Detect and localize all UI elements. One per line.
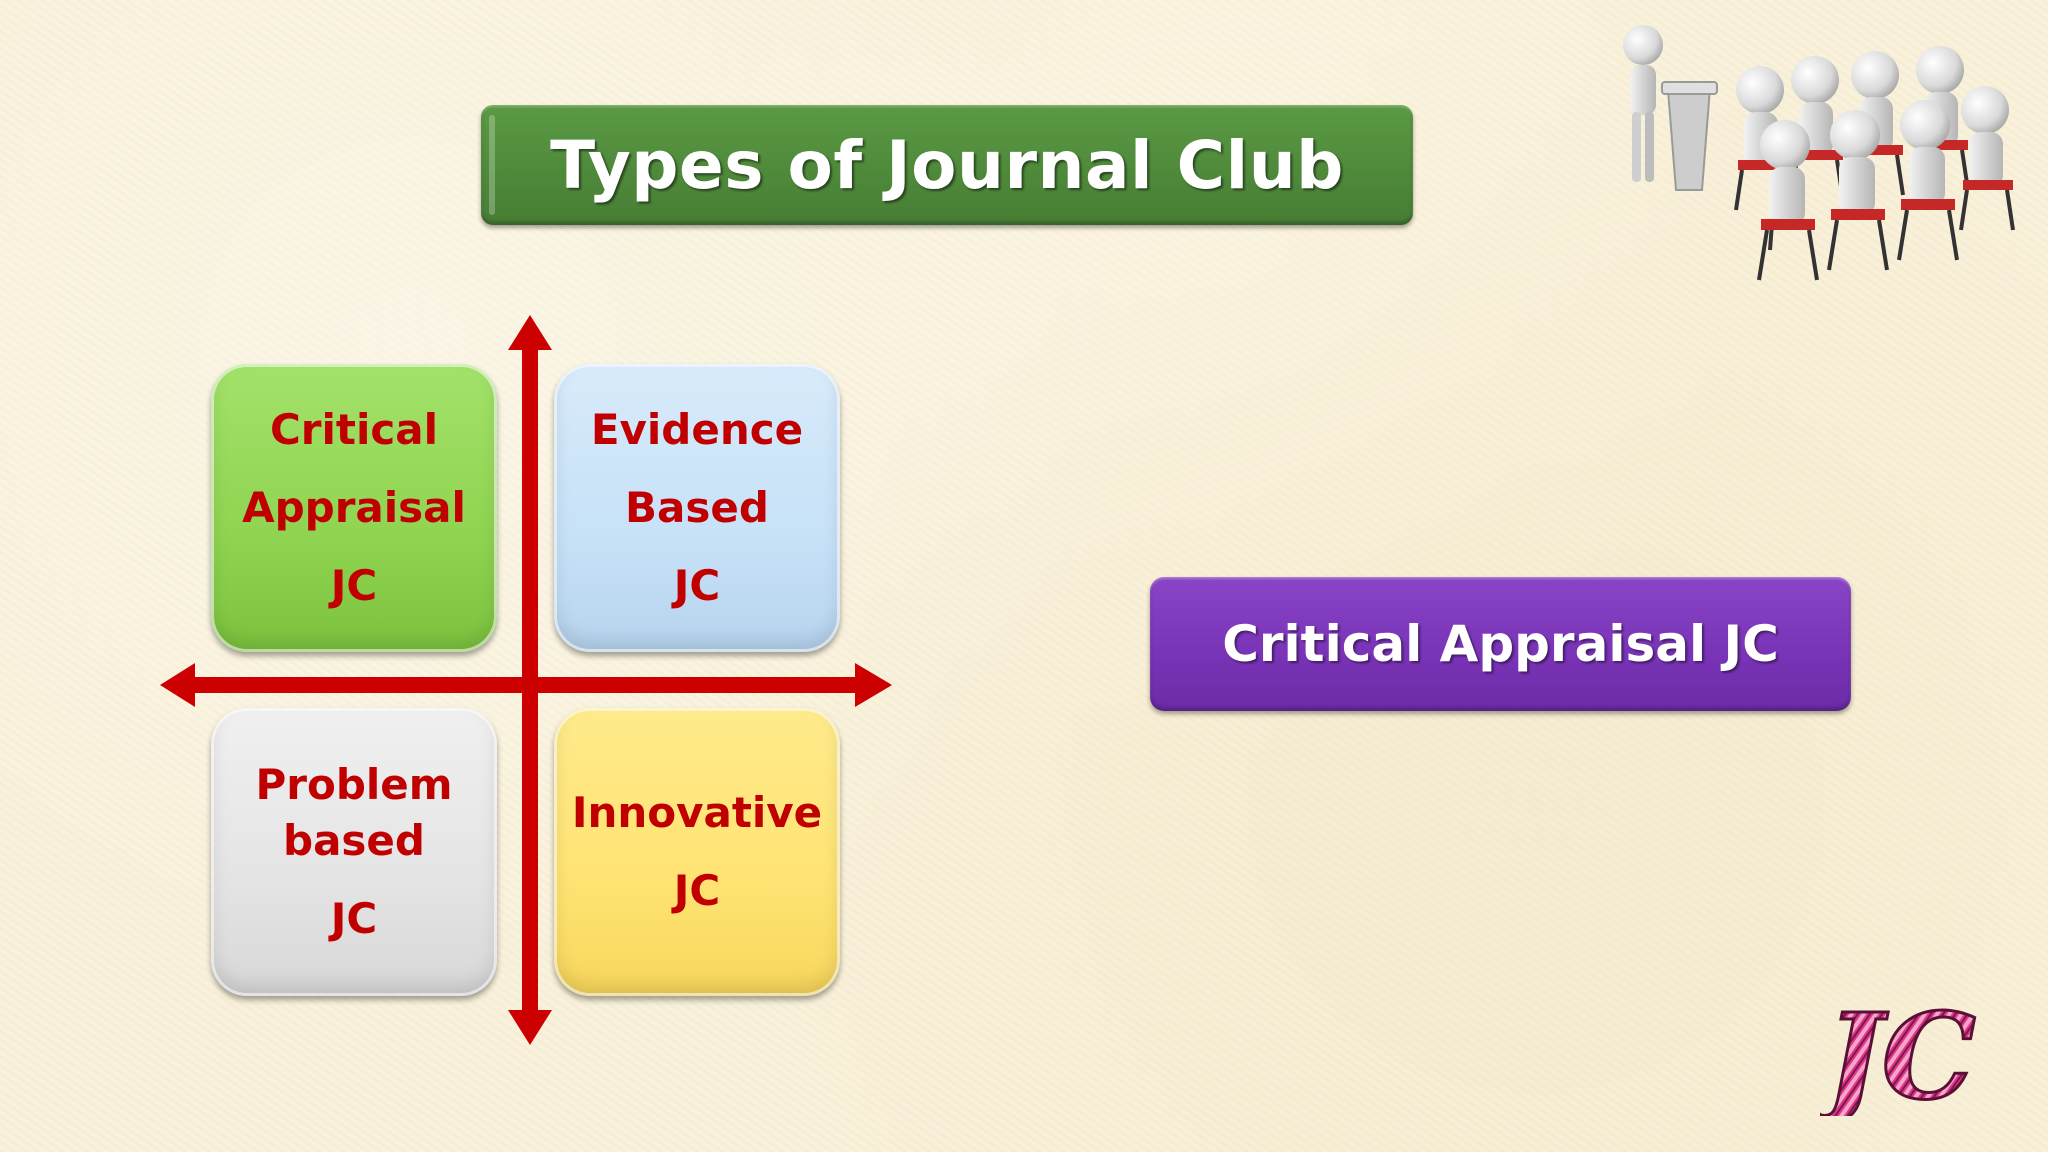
quadrant-label-line: Problem [255,760,453,809]
presentation-audience-icon [1623,25,2015,281]
quadrant-problem-based[interactable]: Problem based JC [211,708,497,996]
slide-title-bar: Types of Journal Club [481,105,1413,225]
quadrant-label-line: Evidence [590,405,804,454]
quadrant-label-line: based [283,816,425,865]
quadrant-axes [160,315,892,1045]
quadrant-evidence-based[interactable]: Evidence Based JC [554,364,840,652]
quadrant-label-line: Critical [269,405,439,454]
jc-logo: JC [1820,986,1977,1116]
critical-appraisal-button[interactable]: Critical Appraisal JC [1150,577,1851,711]
quadrant-label-line: Innovative [571,788,823,837]
quadrant-label-line: Based [625,483,769,532]
audience-figures [1734,46,2015,281]
quadrant-innovative[interactable]: Innovative JC [554,708,840,996]
slide-title: Types of Journal Club [550,126,1344,204]
quadrant-label-line: JC [673,561,721,610]
horizontal-axis-arrow [160,663,892,707]
quadrant-label-line: JC [673,866,721,915]
quadrant-label-line: JC [330,894,378,943]
quadrant-label-line: JC [330,561,378,610]
svg-text:JC: JC [1820,987,1976,1116]
quadrant-label-line: Appraisal [242,483,466,532]
critical-appraisal-button-label: Critical Appraisal JC [1222,615,1779,673]
presenter-figure [1623,25,1718,191]
quadrant-critical-appraisal[interactable]: Critical Appraisal JC [211,364,497,652]
